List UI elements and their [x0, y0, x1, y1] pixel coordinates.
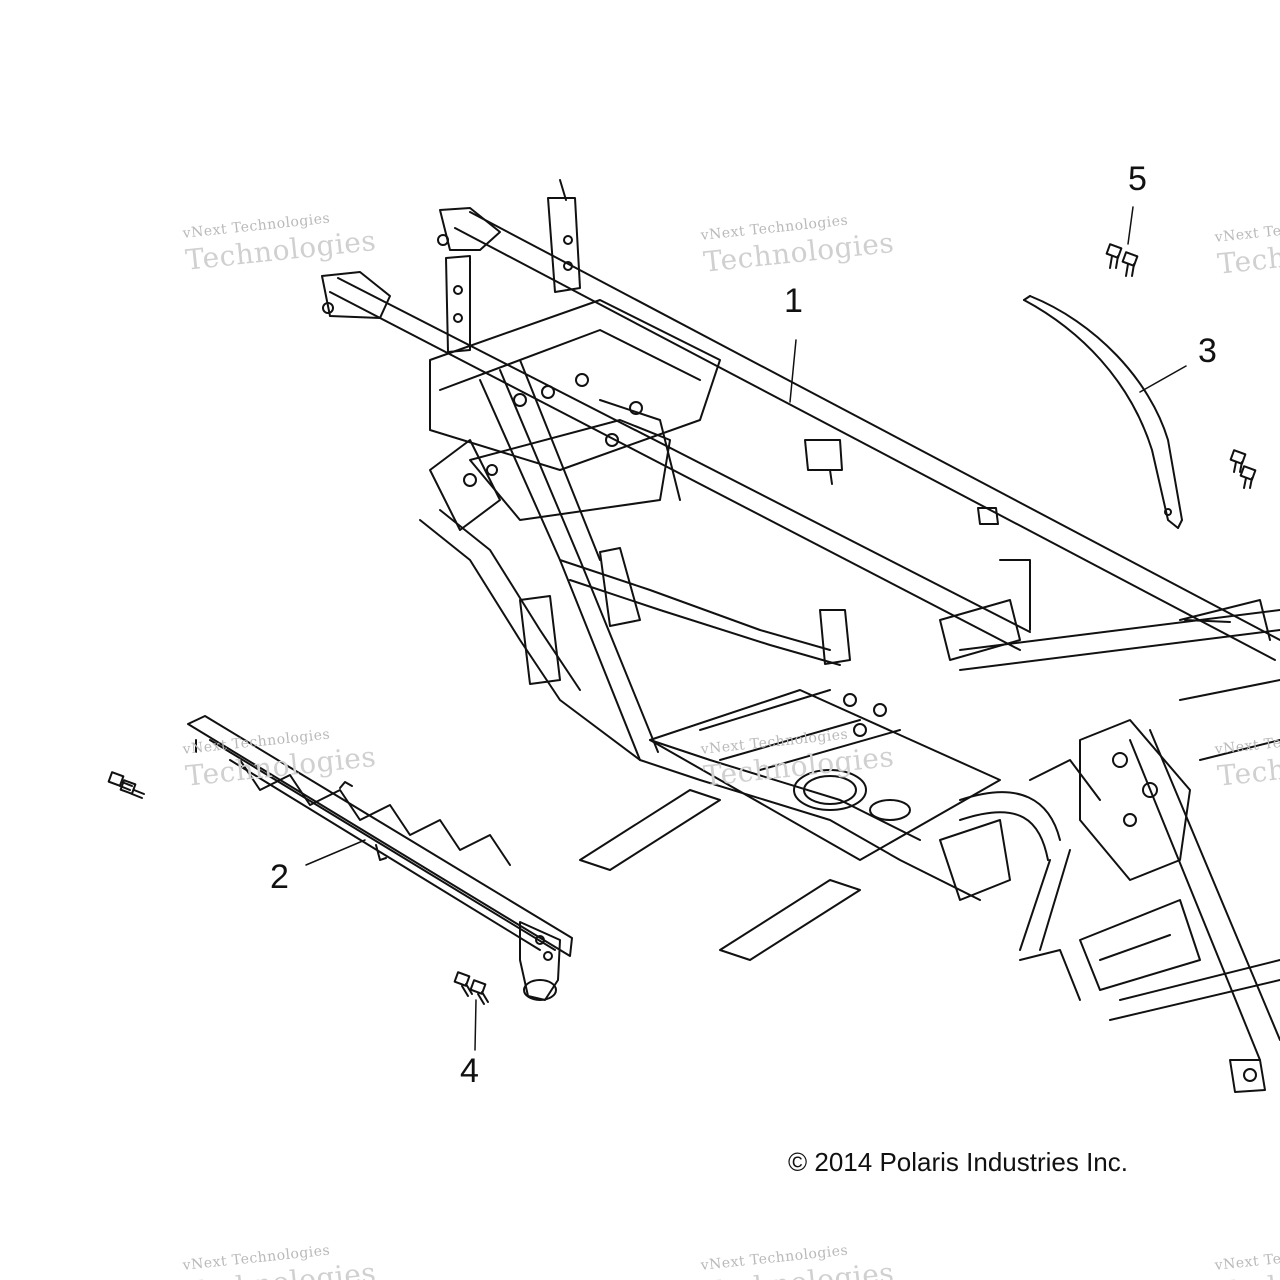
callout-3: 3 — [1198, 332, 1217, 370]
callout-2: 2 — [270, 858, 289, 896]
callout-1: 1 — [784, 282, 803, 320]
callout-5: 5 — [1128, 160, 1147, 198]
curved-brace-part — [1023, 295, 1183, 529]
main-frame-part — [321, 179, 1280, 1093]
copyright-notice: © 2014 Polaris Industries Inc. — [788, 1147, 1128, 1177]
side-rail-part — [187, 715, 573, 1001]
callout-4: 4 — [460, 1052, 479, 1090]
bolt-set-right — [1229, 449, 1257, 489]
bolt-set-5 — [1105, 243, 1139, 277]
leader-lines — [305, 206, 1187, 1051]
bolt-set-left — [107, 771, 145, 799]
bolt-set-4 — [453, 971, 489, 1005]
